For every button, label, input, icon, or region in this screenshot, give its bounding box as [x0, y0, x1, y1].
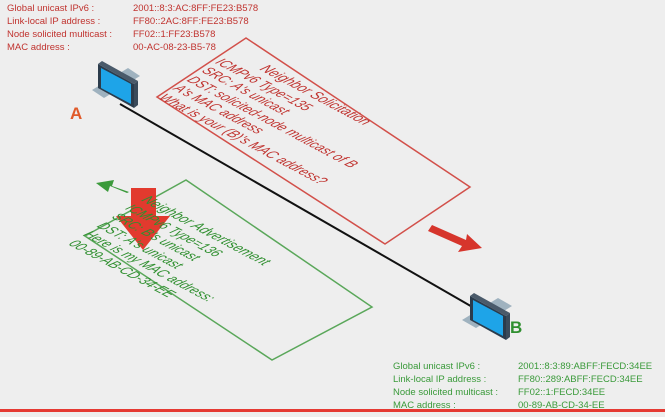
host-a-info-label: MAC address :: [7, 42, 70, 53]
host-a-info-value: FF02::1:FF23:B578: [133, 29, 216, 40]
host-a-info-value: 2001::8:3:AC:8FF:FE23:B578: [133, 3, 259, 14]
solicitation-box: [155, 37, 472, 245]
host-b-label: B: [510, 318, 523, 337]
network-link: [119, 103, 489, 317]
advertisement-direction-arrow: [96, 180, 129, 193]
computer-b-icon: [462, 293, 512, 340]
host-b-info-label: MAC address :: [393, 400, 456, 411]
bottom-divider: [0, 409, 665, 412]
host-a-info-row: MAC address : 00-AC-08-23-B5-78: [7, 41, 258, 54]
host-a-info-row: Node solicited multicast : FF02::1:FF23:B…: [7, 28, 258, 41]
host-a-info-row: Link-local IP address : FF80::2AC:8FF:FE2…: [7, 15, 258, 28]
host-b-info-value: 00-89-AB-CD-34-EE: [518, 400, 605, 411]
host-a-info-label: Link-local IP address :: [7, 16, 101, 27]
host-a-label: A: [70, 104, 83, 123]
host-b-info-row: Global unicast IPv6 : 2001::8:3:89:ABFF:F…: [393, 360, 652, 373]
host-b-info-label: Link-local IP address :: [393, 374, 487, 385]
host-a-info-value: 00-AC-08-23-B5-78: [133, 42, 216, 53]
host-b-info-label: Global unicast IPv6 :: [393, 361, 481, 372]
host-a-info-label: Global unicast IPv6 :: [7, 3, 95, 14]
host-b-info: Global unicast IPv6 : 2001::8:3:89:ABFF:F…: [393, 360, 652, 412]
host-a-info-label: Node solicited multicast :: [7, 29, 113, 40]
host-a-info-value: FF80::2AC:8FF:FE23:B578: [133, 16, 249, 27]
host-b-info-value: FF02::1:FECD:34EE: [518, 387, 606, 398]
host-b-info-row: Link-local IP address : FF80::289:ABFF:FE…: [393, 373, 652, 386]
host-b-info-row: MAC address : 00-89-AB-CD-34-EE: [393, 399, 652, 412]
host-b-info-row: Node solicited multicast : FF02::1:FECD:3…: [393, 386, 652, 399]
host-b-info-value: 2001::8:3:89:ABFF:FECD:34EE: [518, 361, 653, 372]
down-arrow-icon: [116, 188, 170, 250]
host-b-info-label: Node solicited multicast :: [393, 387, 499, 398]
solicitation-direction-arrow: [428, 225, 482, 252]
computer-a-icon: [92, 61, 140, 108]
host-a-info-row: Global unicast IPv6 : 2001::8:3:AC:8FF:FE…: [7, 2, 258, 15]
host-b-info-value: FF80::289:ABFF:FECD:34EE: [518, 374, 643, 385]
host-a-info: Global unicast IPv6 : 2001::8:3:AC:8FF:FE…: [7, 2, 258, 54]
